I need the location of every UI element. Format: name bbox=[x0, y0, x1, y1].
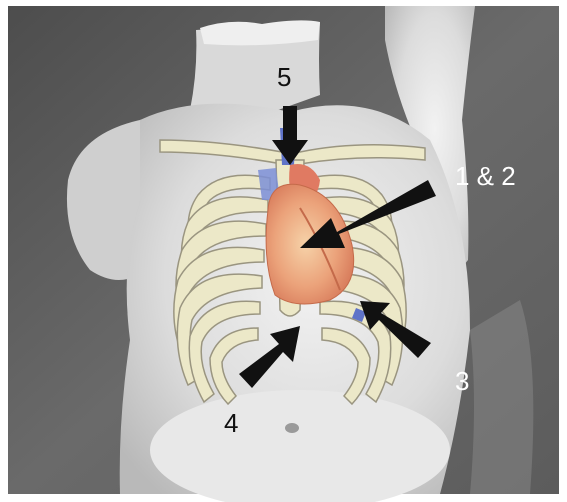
label-view-5: 5 bbox=[277, 62, 291, 92]
label-view-1-2: 1 & 2 bbox=[455, 161, 516, 191]
label-view-3: 3 bbox=[455, 366, 469, 396]
label-view-4: 4 bbox=[224, 408, 238, 438]
navel bbox=[285, 423, 299, 433]
